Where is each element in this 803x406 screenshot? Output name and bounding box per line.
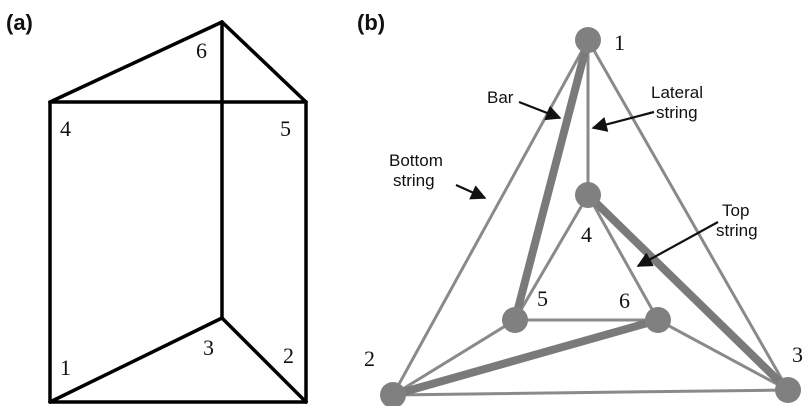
bars [389, 36, 792, 399]
top-arrow [636, 221, 719, 267]
lateral-annotation-line2: string [656, 103, 698, 122]
prism-edges [48, 20, 308, 404]
top-string-4-6 [586, 193, 660, 322]
node-label-2: 2 [364, 346, 375, 371]
lateral-annotation-line1: Lateral [651, 83, 703, 102]
prism-edge-6-5 [220, 20, 308, 104]
bar-1-5 [511, 36, 592, 324]
nodes [380, 27, 801, 406]
bottom-annotation-line1: Bottom [389, 151, 443, 170]
prism-edge-1-3 [48, 316, 224, 404]
bottom-string-1-2 [391, 38, 590, 397]
node-4 [575, 182, 601, 208]
panel-a-label: (a) [6, 10, 33, 35]
bar-2-6 [389, 316, 662, 399]
node-1 [575, 27, 601, 53]
node-6 [645, 307, 671, 333]
bar-3-4 [584, 191, 792, 394]
node-3 [775, 377, 801, 403]
panel-a: (a) 6 4 5 3 2 1 [6, 10, 308, 404]
lateral-string-2-5 [391, 318, 517, 397]
prism-edge-4-6 [48, 20, 224, 104]
prism-vertex-label-4: 4 [60, 116, 71, 141]
bar-annotation: Bar [487, 88, 514, 107]
panel-b: (b) [357, 10, 803, 406]
bar-arrow [518, 100, 562, 121]
prism-vertex-label-2: 2 [283, 343, 294, 368]
bottom-string-2-3 [391, 388, 790, 397]
bottom-string-1-3 [586, 38, 790, 392]
bottom-annotation-line2: string [393, 171, 435, 190]
lateral-string-3-6 [656, 318, 790, 392]
node-label-1: 1 [614, 30, 625, 55]
node-label-4: 4 [581, 222, 592, 247]
panel-b-label: (b) [357, 10, 385, 35]
node-label-3: 3 [792, 342, 803, 367]
prism-edge-3-2 [220, 316, 308, 404]
strings [391, 38, 790, 397]
prism-vertex-label-1: 1 [60, 355, 71, 380]
bottom-arrow [455, 183, 487, 200]
node-2 [380, 382, 406, 406]
top-annotation-line1: Top [722, 201, 749, 220]
node-label-5: 5 [537, 286, 548, 311]
lateral-arrow [591, 110, 655, 132]
node-label-6: 6 [619, 288, 630, 313]
top-string-4-5 [513, 193, 590, 322]
prism-vertex-label-6: 6 [196, 38, 207, 63]
node-5 [502, 307, 528, 333]
prism-vertex-label-5: 5 [280, 116, 291, 141]
prism-vertex-label-3: 3 [203, 335, 214, 360]
top-annotation-line2: string [716, 221, 758, 240]
